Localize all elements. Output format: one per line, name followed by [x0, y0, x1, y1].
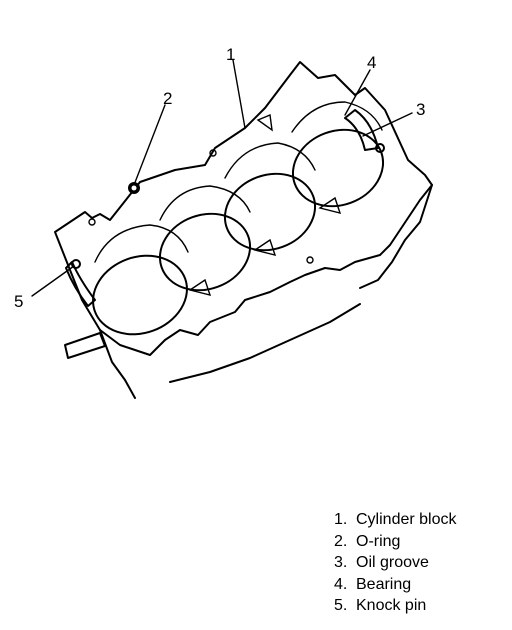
legend-label: Cylinder block: [356, 511, 457, 528]
legend-item: 4. Bearing: [334, 574, 456, 596]
legend-number: 1.: [334, 511, 348, 528]
legend-item: 3. Oil groove: [334, 552, 456, 574]
legend-label: Bearing: [356, 575, 412, 593]
bearing-shell-right: [344, 109, 379, 151]
bore-2: [158, 212, 252, 292]
legend-number: 5.: [334, 597, 348, 614]
callout-leaders: [31, 59, 413, 297]
shaft-stub: [64, 332, 106, 359]
leader-4: [344, 69, 371, 116]
legend-number: 3.: [334, 554, 348, 571]
block-webs: [88, 114, 342, 296]
oil-groove-hole: [375, 143, 385, 153]
o-ring-inner: [131, 185, 137, 191]
leader-3: [362, 112, 413, 137]
callout-2: 2: [163, 89, 172, 108]
legend-number: 4.: [334, 575, 348, 593]
legend-item: 1. Cylinder block: [334, 509, 456, 531]
leader-5: [31, 265, 75, 297]
parts-legend: 1. Cylinder block 2. O-ring 3. Oil groove 4…: [334, 509, 456, 617]
legend-number: 2.: [334, 532, 348, 550]
block-bottom-edge: [169, 303, 361, 383]
callout-5: 5: [14, 292, 23, 311]
knock-pin: [71, 259, 81, 269]
bore-1: [92, 254, 188, 336]
block-right-edge: [359, 184, 433, 289]
callout-4: 4: [367, 53, 376, 72]
block-deck-outline: [54, 61, 433, 356]
bore-3: [223, 172, 317, 252]
legend-item: 5. Knock pin: [334, 595, 456, 617]
leader-1: [232, 59, 246, 129]
bore-4: [291, 128, 385, 208]
cylinder-bores: [92, 101, 385, 336]
block-lower-edge: [99, 329, 136, 399]
callout-3: 3: [416, 100, 425, 119]
legend-label: O-ring: [356, 532, 401, 550]
callout-1: 1: [226, 45, 235, 64]
leader-2: [133, 104, 166, 186]
legend-label: Oil groove: [356, 554, 429, 571]
legend-label: Knock pin: [356, 597, 427, 614]
legend-item: 2. O-ring: [334, 531, 456, 553]
bearing-shell-left: [65, 261, 96, 307]
